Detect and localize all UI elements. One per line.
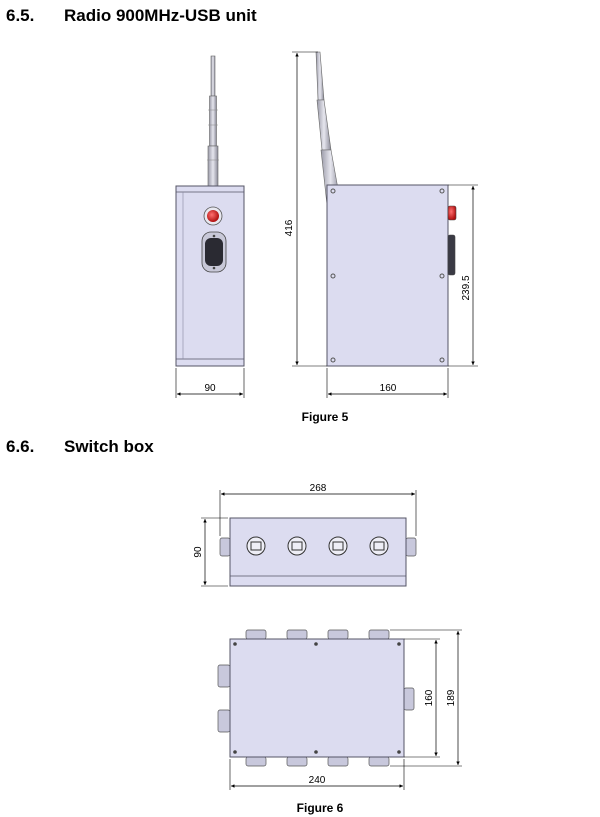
switch-box-plan-body [229,638,405,758]
radio-box-front [326,184,449,367]
section-number: 6.6. [6,437,35,456]
switch-box-top-view: 268 90 [193,483,417,587]
dim-body-width: 240 [309,775,326,786]
dim-body-height: 160 [424,689,435,706]
radio-box-side [175,185,245,367]
figure-5-caption: Figure 5 [301,410,349,424]
dim-top-height: 90 [193,546,204,558]
dim-total-height: 189 [446,689,457,706]
dim-width-side: 90 [204,383,216,394]
section-title: Switch box [64,437,154,456]
radio-side-view: 90 [175,55,245,398]
figure-6-caption: Figure 6 [296,801,344,815]
connector-side-icon [447,234,456,276]
dim-width-front: 160 [380,383,397,394]
port-icon [369,536,389,556]
red-indicator-side-icon [447,205,457,221]
dim-top-width: 268 [310,483,327,494]
section-title: Radio 900MHz-USB unit [64,6,257,25]
switch-box-plan-view: 240 160 189 [217,629,462,790]
antenna-front [315,51,341,206]
dim-height-total: 416 [284,219,295,236]
heading-radio-unit: 6.5. Radio 900MHz-USB unit [6,6,257,26]
antenna [207,55,219,187]
heading-switch-box: 6.6. Switch box [6,437,154,457]
section-number: 6.5. [6,6,35,25]
port-icon [328,536,348,556]
dim-height-box: 239.5 [461,275,472,300]
port-icon [246,536,266,556]
port-icon [287,536,307,556]
radio-front-view: 416 239.5 160 [284,51,478,398]
